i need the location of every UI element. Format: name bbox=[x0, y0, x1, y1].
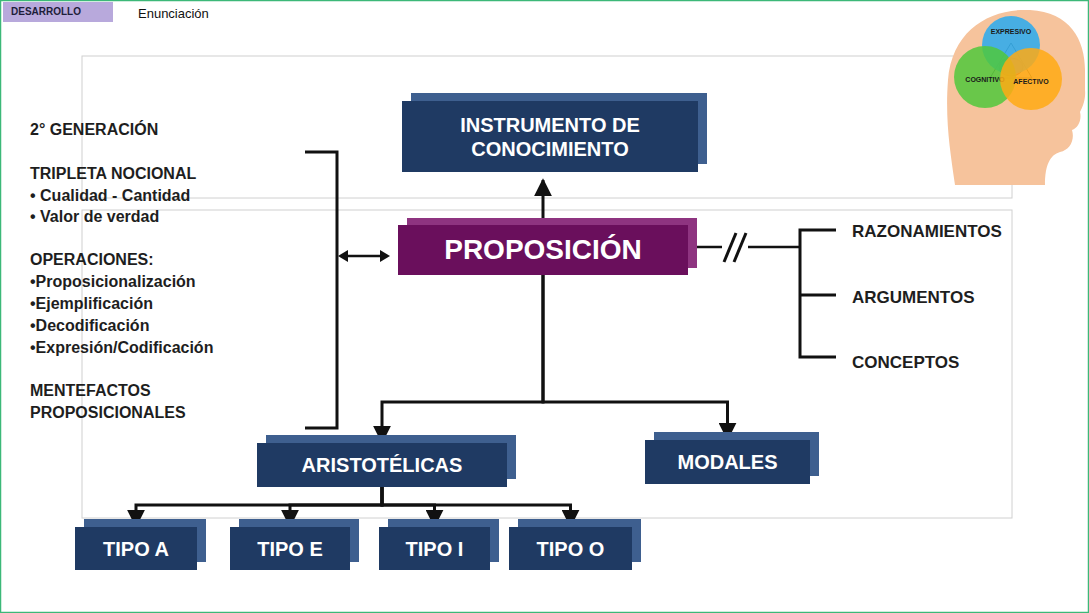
node-text: MODALES bbox=[678, 450, 778, 474]
tree-connector bbox=[290, 487, 382, 526]
connector-line bbox=[748, 246, 800, 249]
related-term: CONCEPTOS bbox=[852, 352, 959, 375]
bullet-item: •Ejemplificación bbox=[30, 293, 153, 315]
venn-circle: AFECTIVO bbox=[1000, 48, 1062, 110]
related-term: RAZONAMIENTOS bbox=[852, 221, 1002, 244]
break-mark bbox=[734, 233, 746, 262]
node-text: TIPO O bbox=[537, 537, 605, 561]
node-text: TIPO A bbox=[103, 537, 169, 561]
node-text: DESARROLLO bbox=[11, 6, 81, 18]
node-text: ARISTOTÉLICAS bbox=[302, 453, 463, 477]
bullet-item: • Cualidad - Cantidad bbox=[30, 185, 190, 207]
type-box: TIPO E bbox=[230, 527, 350, 570]
type-box: TIPO A bbox=[75, 527, 197, 570]
region-outline bbox=[82, 56, 1012, 198]
node-text: TIPO I bbox=[406, 537, 464, 561]
generation-label: 2° GENERACIÓN bbox=[30, 119, 158, 141]
concept-box: INSTRUMENTO DE CONOCIMIENTO bbox=[402, 101, 698, 172]
node-text: TIPO E bbox=[257, 537, 323, 561]
node-text: AFECTIVO bbox=[1013, 78, 1048, 86]
arrow-head bbox=[338, 250, 348, 262]
double-arrow bbox=[346, 255, 382, 258]
section-tab: DESARROLLO bbox=[3, 2, 113, 22]
connector-line bbox=[697, 246, 722, 249]
group-heading: TRIPLETA NOCIONAL bbox=[30, 163, 196, 185]
section-title: Enunciación bbox=[138, 5, 209, 23]
category-box: ARISTOTÉLICAS bbox=[257, 443, 507, 487]
node-text: INSTRUMENTO DE CONOCIMIENTO bbox=[425, 113, 675, 161]
head-silhouette bbox=[947, 10, 1085, 185]
tree-connector bbox=[136, 487, 382, 526]
bullet-item: •Decodificación bbox=[30, 315, 149, 337]
bullet-item: •Expresión/Codificación bbox=[30, 337, 213, 359]
tree-connector bbox=[543, 275, 728, 439]
type-box: TIPO I bbox=[379, 527, 490, 570]
category-box: MODALES bbox=[645, 440, 810, 484]
bracket bbox=[800, 230, 836, 357]
tree-connector bbox=[382, 275, 543, 442]
node-text: PROPOSICIÓN bbox=[444, 233, 642, 267]
central-box: PROPOSICIÓN bbox=[398, 225, 688, 275]
arrow-head bbox=[380, 250, 390, 262]
type-box: TIPO O bbox=[509, 527, 632, 570]
node-text: COGNITIVO bbox=[965, 76, 1004, 84]
node-text: EXPRESIVO bbox=[991, 28, 1031, 36]
region-outline bbox=[82, 210, 1012, 518]
related-term: ARGUMENTOS bbox=[852, 287, 974, 310]
bracket bbox=[305, 152, 337, 428]
group-heading: MENTEFACTOS PROPOSICIONALES bbox=[30, 380, 245, 423]
tree-connector bbox=[542, 180, 545, 225]
bullet-item: •Proposicionalización bbox=[30, 271, 196, 293]
group-heading: OPERACIONES: bbox=[30, 249, 154, 271]
bullet-item: • Valor de verdad bbox=[30, 206, 159, 228]
tree-connector bbox=[382, 487, 571, 526]
